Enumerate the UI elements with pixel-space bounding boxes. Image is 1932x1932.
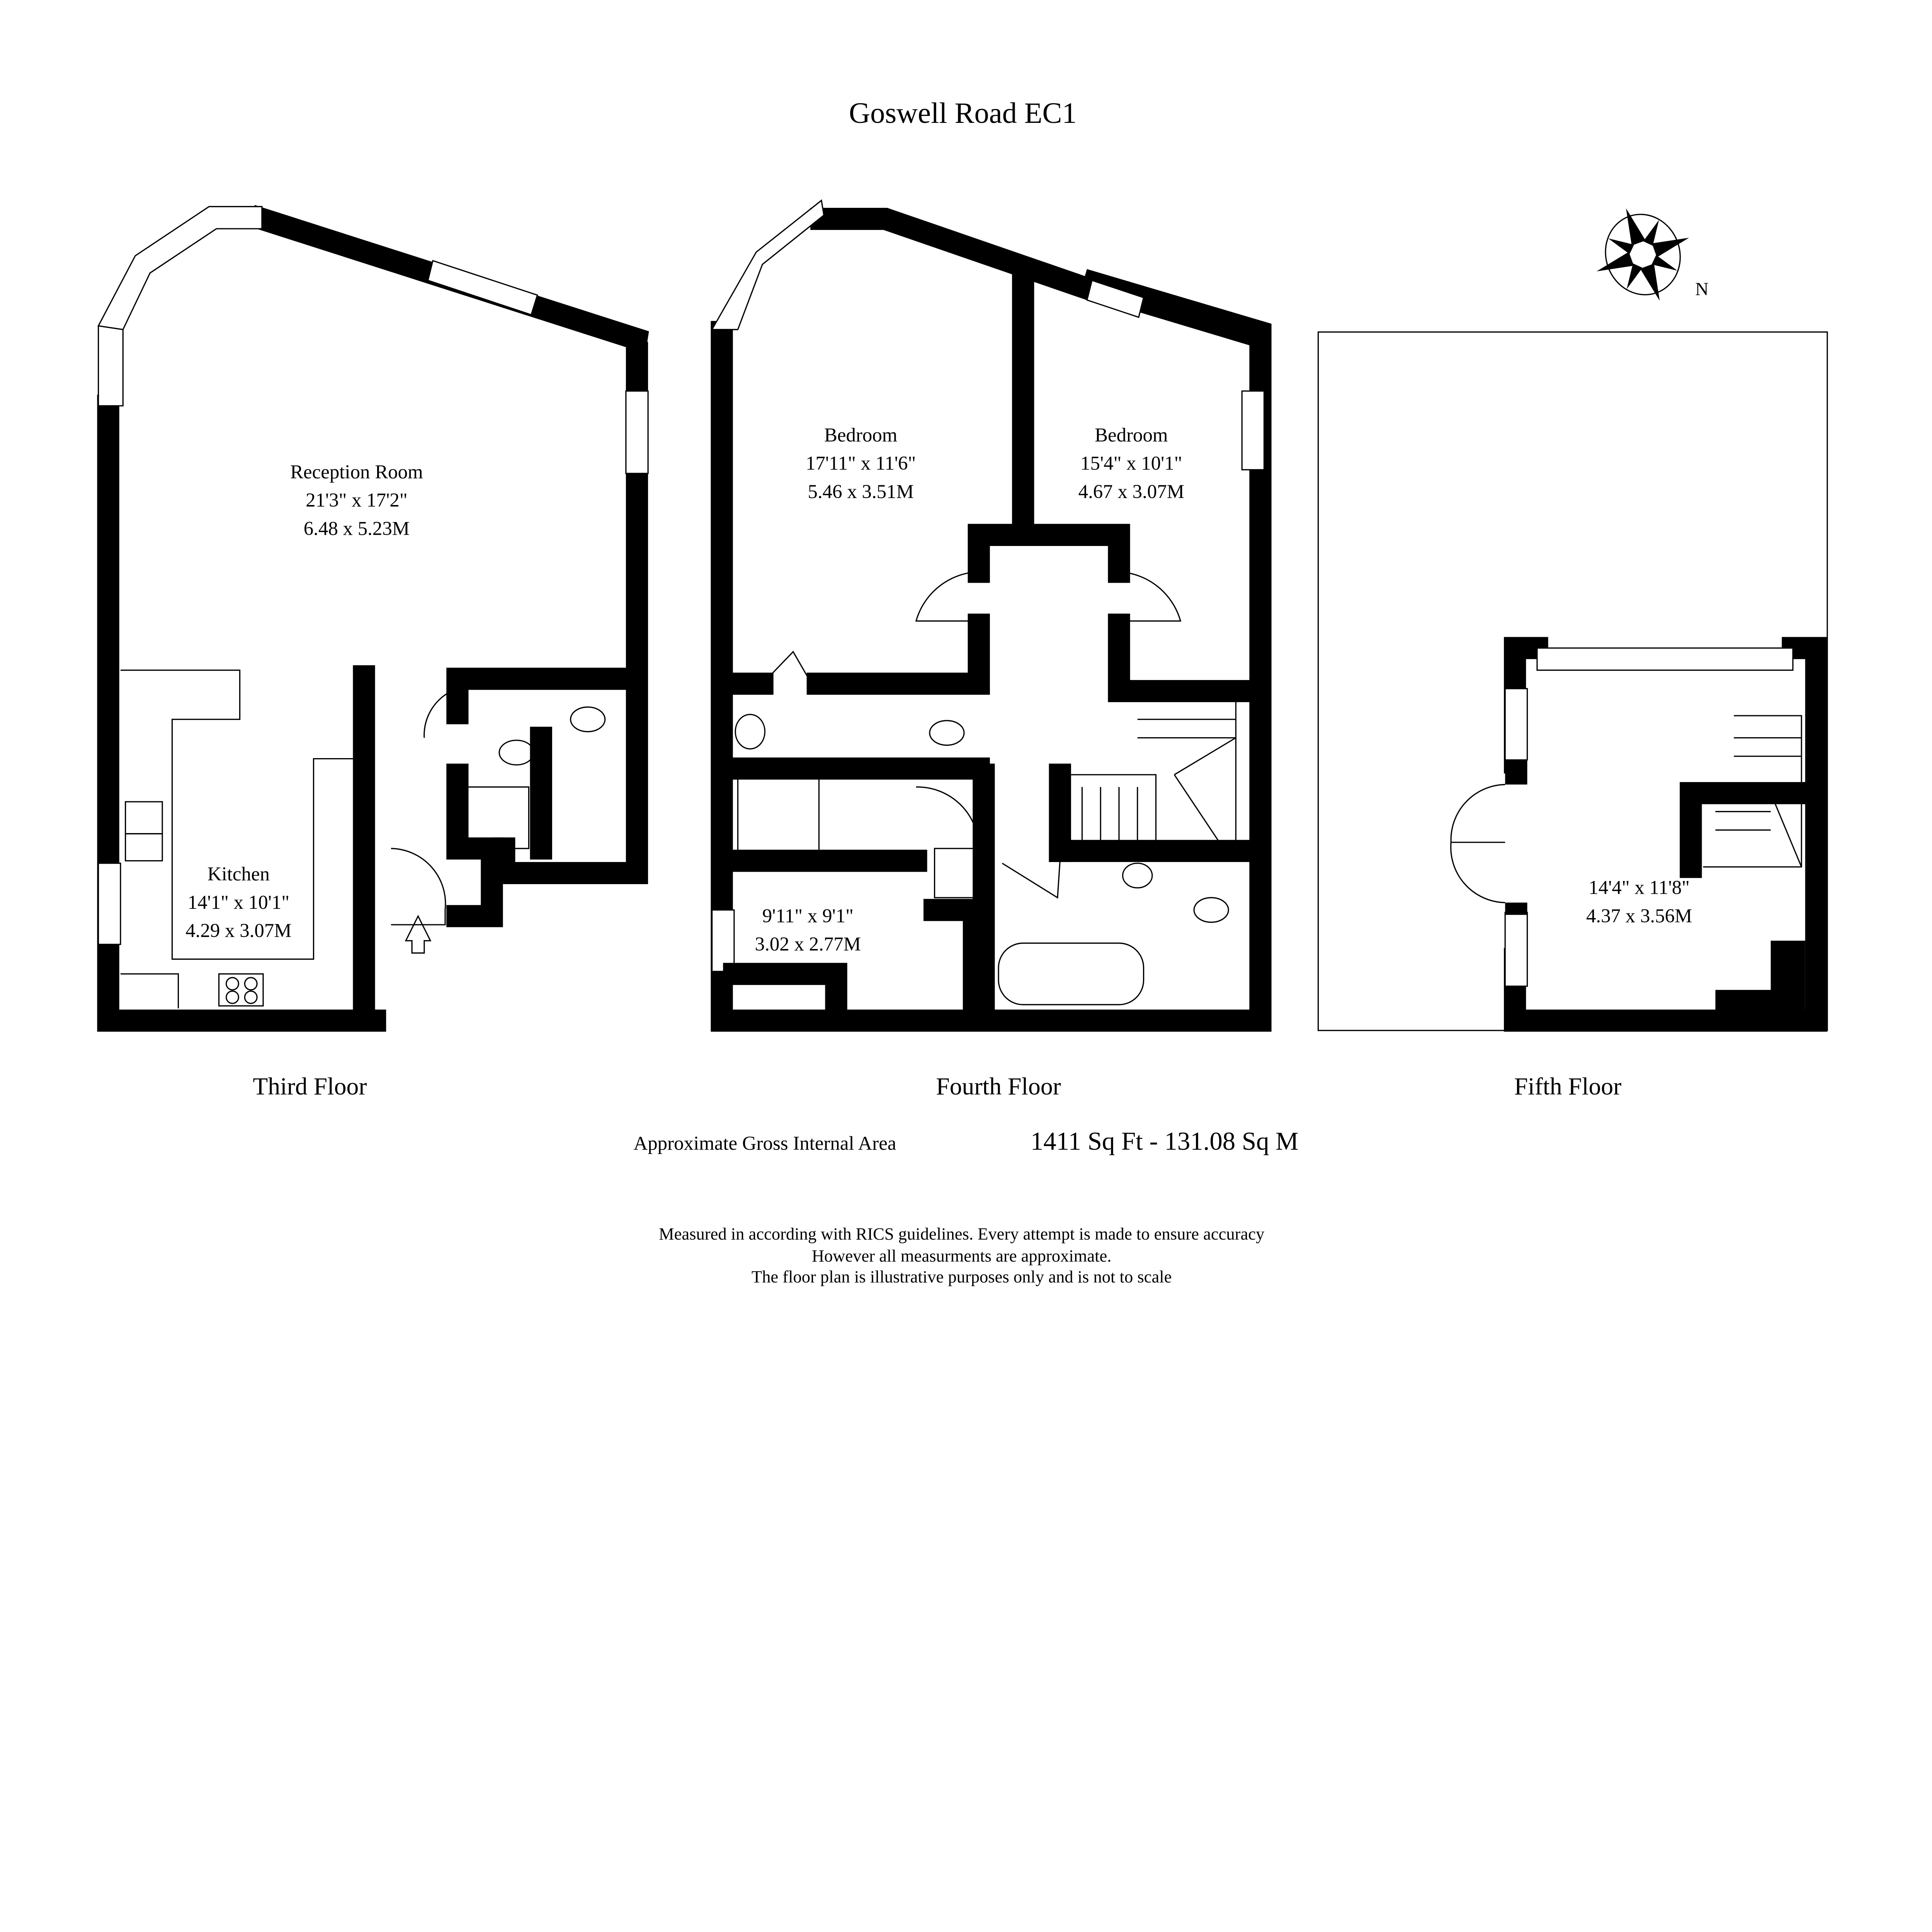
room-dimensions-metric: 6.48 x 5.23M [304,518,410,539]
room-dimensions-metric: 5.46 x 3.51M [808,481,914,503]
disclaimer-line: However all measurments are approximate. [812,1246,1112,1265]
room-dimensions-imperial: 9'11" x 9'1" [762,905,854,927]
room-dimensions-imperial: 17'11" x 11'6" [806,453,916,474]
floor-label: Third Floor [253,1072,367,1100]
third-floor-labels: Reception Room 21'3" x 17'2" 6.48 x 5.23… [185,461,423,1100]
compass-north-label: N [1695,279,1708,299]
floor-label: Fourth Floor [936,1072,1061,1100]
gross-internal-area-value: 1411 Sq Ft - 131.08 Sq M [1031,1127,1299,1156]
room-name: Reception Room [290,461,423,483]
fifth-floor-labels: 14'4" x 11'8" 4.37 x 3.56M Fifth Floor [1514,877,1692,1100]
gross-internal-area-label: Approximate Gross Internal Area [633,1133,896,1155]
room-name: Bedroom [824,424,897,446]
fourth-floor-plan [711,199,1272,1032]
room-name: Kitchen [207,864,270,885]
plan-title: Goswell Road EC1 [849,97,1077,129]
disclaimer-line: Measured in according with RICS guidelin… [659,1224,1265,1243]
entrance-arrow-icon [405,915,432,954]
room-dimensions-metric: 4.29 x 3.07M [185,920,291,942]
room-name: Bedroom [1095,424,1168,446]
room-dimensions-metric: 3.02 x 2.77M [755,934,861,955]
floor-label: Fifth Floor [1514,1072,1622,1100]
compass-icon [1597,208,1689,301]
room-dimensions-imperial: 15'4" x 10'1" [1080,453,1182,474]
floor-plan: Goswell Road EC1 N [97,97,1828,1286]
room-dimensions-imperial: 14'1" x 10'1" [188,892,290,913]
room-dimensions-imperial: 14'4" x 11'8" [1588,877,1690,899]
room-dimensions-metric: 4.37 x 3.56M [1586,905,1692,927]
room-dimensions-imperial: 21'3" x 17'2" [306,490,408,511]
fourth-floor-labels: Bedroom 17'11" x 11'6" 5.46 x 3.51M Bedr… [755,424,1184,1100]
fifth-floor-plan [1317,331,1828,1032]
disclaimer-line: The floor plan is illustrative purposes … [752,1267,1172,1286]
room-dimensions-metric: 4.67 x 3.07M [1078,481,1184,503]
third-floor-plan [97,205,649,1032]
